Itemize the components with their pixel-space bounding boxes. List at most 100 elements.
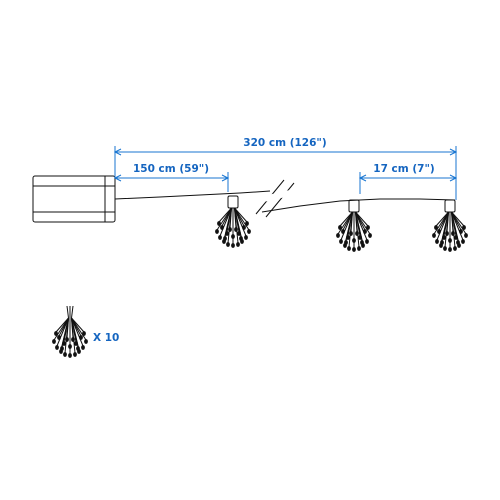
bulb	[242, 225, 246, 230]
cluster-wire	[451, 211, 459, 242]
cluster-wire	[66, 305, 69, 319]
bulb	[453, 246, 457, 251]
cluster-wire	[61, 317, 69, 348]
bulb	[363, 229, 367, 234]
bulb	[60, 346, 64, 351]
cluster-wire	[339, 211, 353, 227]
cluster-cap	[348, 199, 360, 213]
cluster-wire	[71, 317, 79, 348]
bulb	[215, 229, 219, 234]
cluster-wire	[234, 207, 242, 238]
bulb	[360, 240, 364, 245]
bulb	[440, 240, 444, 245]
cluster-wire	[221, 207, 232, 227]
cluster-wire	[71, 317, 85, 333]
bulb	[355, 231, 359, 236]
dimension-spacing: 17 cm (7")	[358, 163, 458, 194]
cluster-wire	[345, 211, 353, 242]
bulb	[347, 246, 351, 251]
bulb	[226, 242, 230, 247]
cluster-wire	[451, 211, 462, 231]
bulb	[339, 239, 343, 244]
bulb	[81, 345, 85, 350]
cluster-wire	[441, 211, 449, 242]
bulb	[234, 227, 238, 232]
bulb	[52, 339, 56, 344]
bulb	[245, 221, 249, 226]
bulb	[73, 352, 77, 357]
cluster-wire	[71, 317, 82, 337]
bulb	[76, 346, 80, 351]
cluster-wire	[58, 317, 69, 337]
cluster-wire	[451, 211, 465, 227]
bulb	[336, 233, 340, 238]
dimension-first-segment: 150 cm (59")	[113, 163, 230, 192]
cluster-wire	[55, 317, 69, 333]
legend-light-cluster-icon	[52, 305, 88, 358]
bulb	[71, 337, 75, 342]
bulb	[443, 246, 447, 251]
bulb	[239, 236, 243, 241]
dimension-spacing-label: 17 cm (7")	[373, 163, 434, 175]
bulb	[357, 246, 361, 251]
bulb	[68, 344, 72, 349]
bulb	[231, 234, 235, 239]
bulb	[231, 243, 235, 248]
light-cluster	[432, 199, 468, 252]
cluster-wire	[71, 305, 74, 319]
bulb	[79, 335, 83, 340]
dimension-total-label: 320 cm (126")	[243, 137, 326, 149]
bulb	[459, 229, 463, 234]
cluster-wire	[218, 207, 232, 223]
bulb	[244, 235, 248, 240]
dimension-first-segment-label: 150 cm (59")	[133, 163, 209, 175]
bulb	[448, 247, 452, 252]
bulb	[338, 225, 342, 230]
bulb	[236, 242, 240, 247]
bulb	[434, 225, 438, 230]
cluster-wire	[355, 211, 366, 231]
bulb	[65, 337, 69, 342]
bulb	[366, 225, 370, 230]
bulb	[344, 240, 348, 245]
quantity-label: X 10	[93, 332, 119, 344]
cluster-wire	[234, 207, 248, 223]
cord-break-mark	[255, 179, 295, 218]
bulb	[84, 339, 88, 344]
bulb	[55, 345, 59, 350]
bulb	[435, 239, 439, 244]
bulb	[349, 231, 353, 236]
bulb	[217, 221, 221, 226]
cluster-wire	[234, 207, 245, 227]
bulb	[82, 331, 86, 336]
bulb	[63, 352, 67, 357]
cluster-wire	[435, 211, 449, 227]
bulb	[352, 238, 356, 243]
battery-box	[32, 175, 116, 223]
cluster-wire	[355, 211, 369, 227]
bulb	[368, 233, 372, 238]
bulb	[57, 335, 61, 340]
cluster-wire	[342, 211, 353, 231]
cluster-cap	[444, 199, 456, 213]
bulb	[456, 240, 460, 245]
bulb	[462, 225, 466, 230]
bulb	[365, 239, 369, 244]
bulb	[448, 238, 452, 243]
light-cluster	[215, 195, 251, 248]
dimension-total: 320 cm (126")	[113, 137, 458, 200]
cluster-cap	[227, 195, 239, 209]
cluster-wire	[355, 211, 363, 242]
light-string-cord	[114, 190, 456, 213]
bulb	[220, 225, 224, 230]
cluster-wire	[224, 207, 232, 238]
bulb	[464, 233, 468, 238]
bulb	[461, 239, 465, 244]
bulb	[54, 331, 58, 336]
bulb	[437, 229, 441, 234]
bulb	[445, 231, 449, 236]
light-cluster	[336, 199, 372, 252]
bulb	[352, 247, 356, 252]
bulb	[432, 233, 436, 238]
